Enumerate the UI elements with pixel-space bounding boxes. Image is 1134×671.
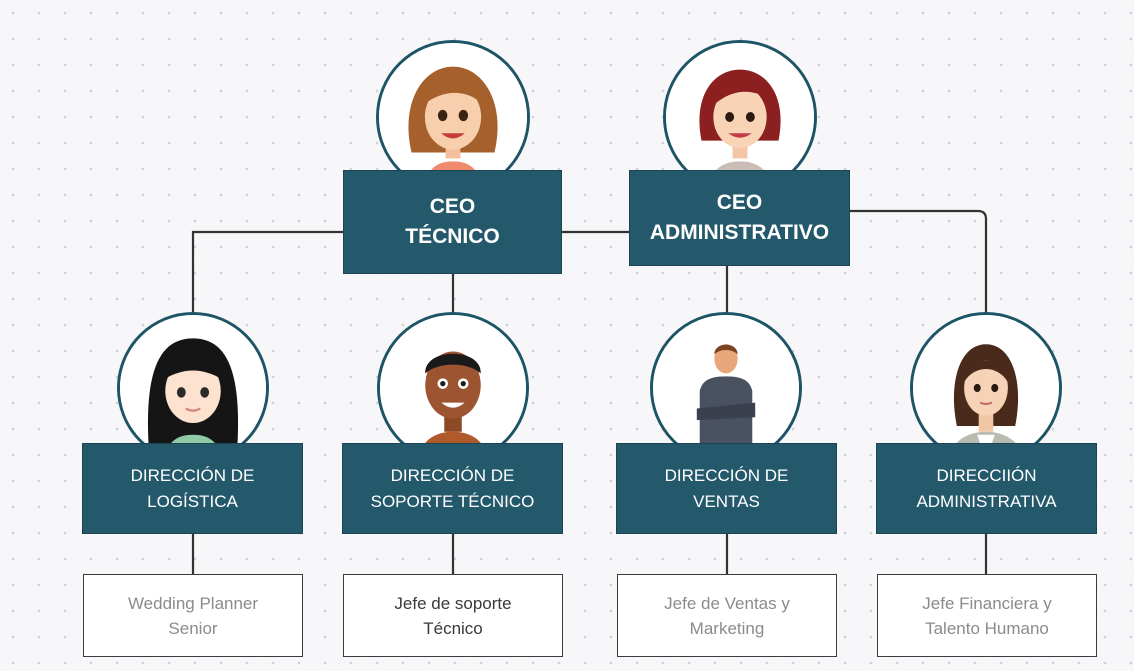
role-jefe-ventas-box: Jefe de Ventas y Marketing bbox=[617, 574, 837, 657]
ceo-tecnico-title: CEO bbox=[429, 195, 476, 218]
ceo-administrativo-subtitle: ADMINISTRATIVO bbox=[649, 221, 830, 244]
ceo-administrativo-title: CEO bbox=[716, 191, 763, 214]
direccion-soporte-line2: SOPORTE TÉCNICO bbox=[370, 491, 535, 511]
direccion-ventas-line1: DIRECCIÓN DE bbox=[664, 465, 789, 485]
woman-brown-hair-avatar-icon bbox=[376, 40, 530, 194]
direccion-logistica-line1: DIRECCIÓN DE bbox=[130, 465, 255, 485]
ceo-administrativo-box: CEO ADMINISTRATIVO bbox=[629, 170, 850, 266]
direccion-soporte-box: DIRECCIÓN DE SOPORTE TÉCNICO bbox=[342, 443, 563, 534]
direccion-administrativa-box: DIRECCIIÓN ADMINISTRATIVA bbox=[876, 443, 1097, 534]
ceo-tecnico-box: CEO TÉCNICO bbox=[343, 170, 562, 274]
connector-ceo-admin-to-administrativa bbox=[850, 209, 988, 325]
role-jefe-soporte-box: Jefe de soporte Técnico bbox=[343, 574, 563, 657]
role-jefe-ventas-line2: Marketing bbox=[689, 618, 765, 638]
role-wedding-planner-line2: Senior bbox=[168, 618, 218, 638]
direccion-ventas-line2: VENTAS bbox=[693, 491, 760, 511]
direccion-administrativa-line1: DIRECCIIÓN bbox=[936, 465, 1037, 485]
role-wedding-planner-box: Wedding Planner Senior bbox=[83, 574, 303, 657]
direccion-ventas-box: DIRECCIÓN DE VENTAS bbox=[616, 443, 837, 534]
role-jefe-financiera-box: Jefe Financiera y Talento Humano bbox=[877, 574, 1097, 657]
role-jefe-ventas-line1: Jefe de Ventas y bbox=[664, 593, 790, 613]
role-jefe-soporte-line1: Jefe de soporte bbox=[394, 593, 512, 613]
man-arms-crossed-avatar-icon bbox=[650, 312, 802, 464]
connector-ceo-tecnico-to-logistica bbox=[191, 230, 343, 330]
girl-black-hair-avatar-icon bbox=[117, 312, 269, 464]
direccion-soporte-line1: DIRECCIÓN DE bbox=[390, 465, 515, 485]
role-jefe-financiera-line1: Jefe Financiera y bbox=[922, 593, 1052, 613]
man-dark-skin-avatar-icon bbox=[377, 312, 529, 464]
role-wedding-planner-line1: Wedding Planner bbox=[127, 593, 259, 613]
direccion-logistica-line2: LOGÍSTICA bbox=[147, 491, 238, 511]
ceo-tecnico-subtitle: TÉCNICO bbox=[405, 225, 500, 248]
direccion-logistica-box: DIRECCIÓN DE LOGÍSTICA bbox=[82, 443, 303, 534]
role-jefe-financiera-line2: Talento Humano bbox=[925, 618, 1049, 638]
direccion-administrativa-line2: ADMINISTRATIVA bbox=[916, 491, 1057, 511]
woman-blazer-avatar-icon bbox=[910, 312, 1062, 464]
role-jefe-soporte-line2: Técnico bbox=[423, 618, 483, 638]
